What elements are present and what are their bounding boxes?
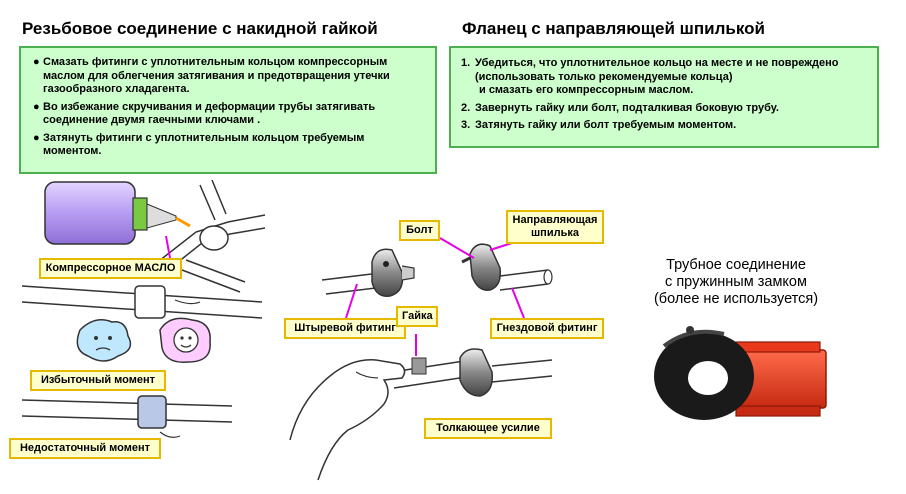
list-item: ● Смазать фитинги с уплотнительным кольц… [33,56,427,97]
spring-lock-caption-line: (более не используется) [653,291,819,307]
spring-lock-caption-line: Трубное соединение [666,257,806,273]
label-female-fitting: Гнездовой фитинг [490,318,604,339]
list-item: ● Во избежание скручивания и деформации … [33,101,427,128]
pipe-nut-illustration [21,285,263,319]
label-push-force: Толкающее усилие [424,418,552,439]
list-number: 1. [461,57,471,69]
bullet-icon: ● [33,100,40,113]
list-item-text: маслом для облегчения затягивания и пред… [43,69,390,82]
list-item: 3. Затянуть гайку или болт требуемым мом… [461,119,869,133]
list-item-text: Затянуть гайку или болт требуемым момент… [475,119,737,131]
list-item-text: Смазать фитинги с уплотнительным кольцом… [43,56,388,68]
list-item-text: Затянуть фитинги с уплотнительным кольцо… [43,131,365,144]
right-instructions-box: 1. Убедиться, что уплотнительное кольцо … [449,46,879,148]
right-section-title: Фланец с направляющей шпилькой [462,19,765,38]
unhappy-face-icon [76,319,132,362]
insufficient-torque-pipe-illustration [21,395,233,438]
label-bolt: Болт [399,220,440,241]
left-instructions-box: ● Смазать фитинги с уплотнительным кольц… [19,46,437,174]
list-item-text: газообразного хладагента. [43,83,190,95]
label-compressor-oil: Компрессорное МАСЛО [39,258,182,279]
label-excess-torque: Избыточный момент [30,370,166,391]
label-insufficient-torque: Недостаточный момент [9,438,161,459]
right-instructions-list: 1. Убедиться, что уплотнительное кольцо … [461,57,869,133]
list-item: ● Затянуть фитинги с уплотнительным коль… [33,132,427,159]
label-guide-pin: Направляющая шпилька [506,210,604,244]
oil-bottle-illustration [44,181,191,245]
male-fitting-illustration [321,248,415,297]
list-item: 2. Завернуть гайку или болт, подталкивая… [461,102,869,116]
list-item-text: Завернуть гайку или болт, подталкивая бо… [475,101,779,114]
list-item-text: и смазать его компрессорным маслом. [479,84,694,96]
bullet-icon: ● [33,131,40,144]
list-number: 3. [461,119,471,131]
label-guide-pin-line1: Направляющая [512,214,598,226]
hand-assembly-illustration [289,348,553,481]
list-item-text: моментом. [43,145,102,157]
female-fitting-illustration [461,243,553,291]
list-item-text: соединение двумя гаечными ключами . [43,114,261,126]
bullet-icon: ● [33,56,40,68]
spring-lock-caption: Трубное соединение с пружинным замком (б… [648,257,824,308]
left-instructions-list: ● Смазать фитинги с уплотнительным кольц… [33,56,427,159]
label-male-fitting: Штыревой фитинг [284,318,406,339]
list-item-text: (использовать только рекомендуемые кольц… [475,70,733,83]
list-item-text: Убедиться, что уплотнительное кольцо на … [475,57,839,69]
left-section-title: Резьбовое соединение с накидной гайкой [22,19,378,38]
spring-lock-coupling-illustration [654,326,827,420]
list-item-text: Во избежание скручивания и деформации тр… [43,100,376,113]
list-number: 2. [461,101,471,114]
list-item: 1. Убедиться, что уплотнительное кольцо … [461,57,869,98]
label-guide-pin-line2: шпилька [531,227,579,239]
spring-lock-caption-line: с пружинным замком [665,274,807,290]
label-nut: Гайка [396,306,438,327]
happy-face-icon [159,317,211,363]
